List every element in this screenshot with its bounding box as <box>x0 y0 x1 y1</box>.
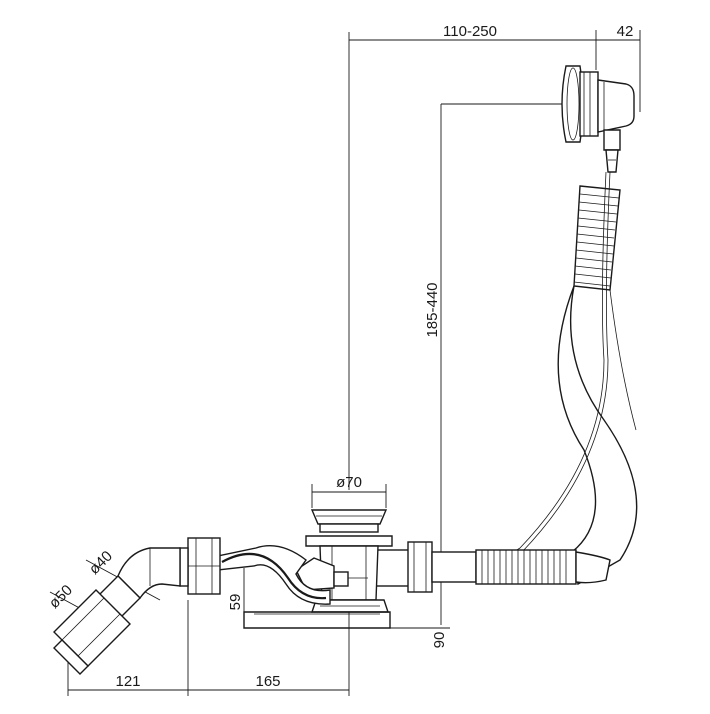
trap-pipe <box>179 537 331 605</box>
outlet-elbow <box>53 547 181 675</box>
horizontal-pipe <box>367 541 611 593</box>
dim-label-diameter-50: ø50 <box>46 582 76 612</box>
dim-label-165: 165 <box>255 673 280 690</box>
waste-body <box>243 509 393 629</box>
dim-label-42: 42 <box>617 23 634 40</box>
dim-label-diameter-70: ø70 <box>336 474 362 491</box>
overflow-head <box>561 65 635 173</box>
dim-label-90: 90 <box>431 632 448 649</box>
dim-label-110-250: 110-250 <box>443 23 497 40</box>
dim-label-59: 59 <box>227 594 244 611</box>
dim-label-121: 121 <box>115 673 140 690</box>
dim-label-185-440: 185-440 <box>424 282 441 337</box>
overflow-hose <box>429 171 638 586</box>
